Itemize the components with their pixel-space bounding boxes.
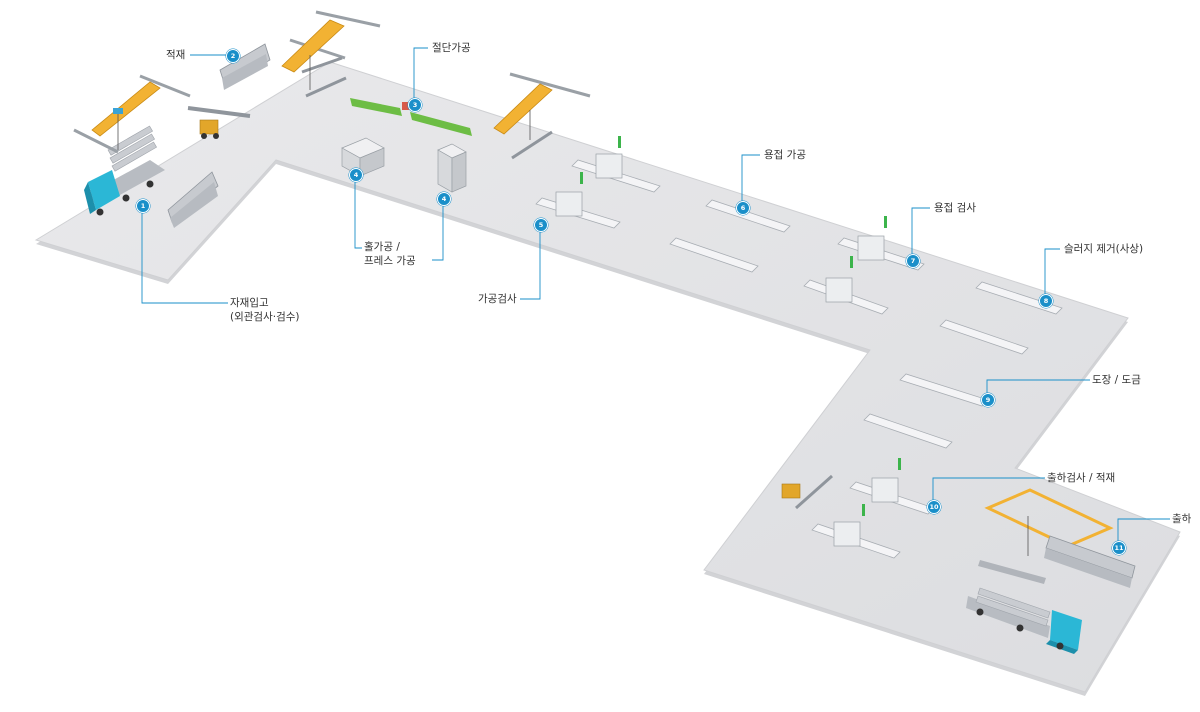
forklift-icon [781,474,833,510]
step-label-10-line-1: 출하검사 / 적재 [1047,472,1116,484]
step-label-7-line-1: 용접 검사 [934,202,976,214]
step-label-8-line-1: 슬러지 제거(사상) [1064,243,1144,255]
truck-icon [966,587,1082,654]
step-label-4: 홀가공 / 프레스 가공 [364,240,416,268]
step-label-10: 출하검사 / 적재 [1047,471,1115,485]
step-marker-4b[interactable]: 4 [437,192,451,206]
leader-line-4b [432,198,444,261]
step-label-4-line-2: 프레스 가공 [364,255,416,267]
step-marker-10[interactable]: 10 [927,500,941,514]
step-marker-2[interactable]: 2 [226,49,240,63]
leader-line-1 [141,205,228,304]
pipe-stack-icon [978,535,1136,588]
step-marker-4a[interactable]: 4 [349,168,363,182]
leader-line-9 [986,379,1090,399]
step-marker-5[interactable]: 5 [534,218,548,232]
crane-icon [281,10,381,98]
signal-tower-icon [580,136,901,516]
step-label-2: 적재 [166,48,185,62]
step-label-7: 용접 검사 [934,201,976,215]
step-label-5: 가공검사 [478,292,517,306]
step-marker-7[interactable]: 7 [906,254,920,268]
leader-line-5 [520,224,541,300]
leader-line-10 [932,477,1045,506]
inspection-gate-icon [555,153,899,547]
factory-floor [34,61,1181,696]
leader-line-6 [741,154,760,207]
pipe-stack-icon [167,43,271,228]
step-label-1-line-2: (외관검사·검수) [230,311,300,323]
step-marker-9[interactable]: 9 [981,393,995,407]
step-marker-3[interactable]: 3 [408,98,422,112]
step-label-5-line-1: 가공검사 [478,293,517,305]
step-marker-8[interactable]: 8 [1039,294,1053,308]
forklift-icon [187,106,251,139]
crane-icon [984,488,1114,556]
step-label-3: 절단가공 [432,41,471,55]
step-label-8: 슬러지 제거(사상) [1064,242,1143,256]
step-marker-6[interactable]: 6 [736,201,750,215]
step-label-6: 용접 가공 [764,148,806,162]
step-marker-11[interactable]: 11 [1112,541,1126,555]
step-label-1: 자재입고 (외관검사·검수) [230,296,300,324]
press-machine-icon [437,143,467,193]
leader-line-11 [1117,518,1170,547]
step-label-3-line-1: 절단가공 [432,42,471,54]
leader-lines [141,47,1170,547]
step-label-1-line-1: 자재입고 [230,297,269,309]
step-label-6-line-1: 용접 가공 [764,149,806,161]
step-label-11: 출하 [1172,512,1191,526]
crane-icon [73,74,191,154]
step-label-11-line-1: 출하 [1172,513,1192,525]
truck-icon [84,125,165,216]
step-marker-1[interactable]: 1 [136,199,150,213]
step-label-9-line-1: 도장 / 도금 [1092,374,1141,386]
step-label-2-line-1: 적재 [166,49,186,61]
step-label-9: 도장 / 도금 [1092,373,1141,387]
leader-line-4a [354,174,362,249]
crane-icon [493,72,591,160]
leader-line-8 [1044,248,1060,300]
step-label-4-line-1: 홀가공 / [364,241,400,253]
leader-line-7 [911,207,930,260]
leader-line-3 [413,47,428,104]
